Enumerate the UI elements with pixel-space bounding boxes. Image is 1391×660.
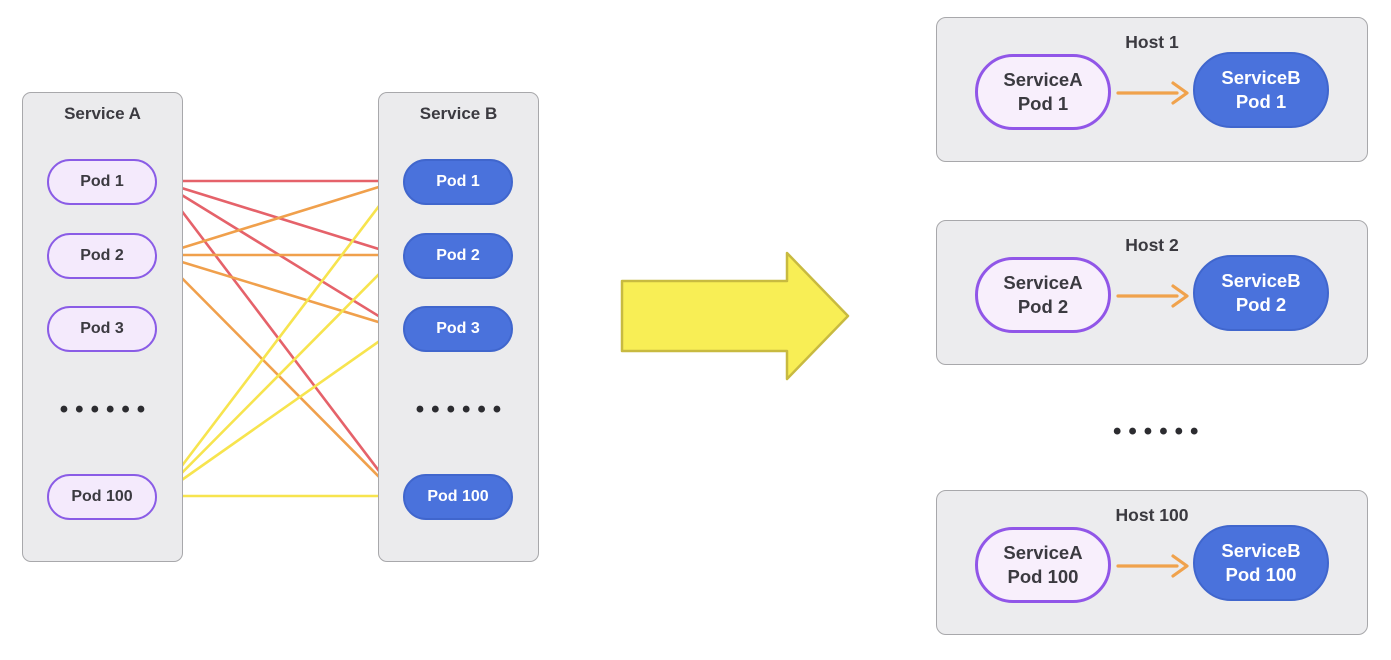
host-1-title: Host 1 bbox=[1125, 32, 1179, 52]
service-b-pod-3: Pod 3 bbox=[403, 306, 513, 352]
host-100-service-a-pod-label: Pod 100 bbox=[1007, 566, 1079, 587]
service-a-pod-2-label: Pod 2 bbox=[80, 247, 124, 264]
host-1-service-a-pod: ServiceA Pod 1 bbox=[975, 54, 1111, 130]
host-2-title: Host 2 bbox=[1125, 235, 1179, 255]
connection-a-pod-2-to-b-pod-100 bbox=[158, 254, 400, 498]
service-b-ellipsis: •••••• bbox=[415, 396, 509, 423]
service-a-pod-2: Pod 2 bbox=[47, 233, 157, 279]
service-a-panel: Service A Pod 1 Pod 2 Pod 3 •••••• Pod 1… bbox=[22, 92, 183, 562]
connection-a-pod-2-to-b-pod-3 bbox=[158, 253, 400, 331]
service-a-title: Service A bbox=[64, 104, 141, 123]
host-100-service-a-name: ServiceA bbox=[1003, 541, 1083, 563]
host-2-box: Host 2 ServiceA Pod 2 ServiceB Pod 2 bbox=[936, 220, 1368, 365]
host-100-box: Host 100 ServiceA Pod 100 ServiceB Pod 1… bbox=[936, 490, 1368, 635]
service-b-pod-100: Pod 100 bbox=[403, 474, 513, 520]
host-1-box: Host 1 ServiceA Pod 1 ServiceB Pod 1 bbox=[936, 17, 1368, 162]
service-a-ellipsis: •••••• bbox=[59, 396, 153, 423]
service-a-pod-1-label: Pod 1 bbox=[80, 173, 124, 190]
host-1-service-a-name: ServiceA bbox=[1003, 68, 1083, 90]
service-b-pod-1: Pod 1 bbox=[403, 159, 513, 205]
host-1-service-a-pod-label: Pod 1 bbox=[1017, 93, 1069, 114]
host-100-title: Host 100 bbox=[1115, 505, 1189, 525]
service-a-pod-100-label: Pod 100 bbox=[71, 488, 133, 505]
host-2-service-a-pod-label: Pod 2 bbox=[1017, 296, 1069, 317]
host-1-service-b-name: ServiceB bbox=[1221, 66, 1301, 88]
connection-a-pod-100-to-b-pod-1 bbox=[157, 179, 400, 497]
host-2-service-b-name: ServiceB bbox=[1221, 269, 1301, 291]
service-b-panel: Service B Pod 1 Pod 2 Pod 3 •••••• Pod 1… bbox=[378, 92, 539, 562]
host-2-service-b-pod: ServiceB Pod 2 bbox=[1193, 255, 1329, 331]
connection-a-pod-100-to-b-pod-2 bbox=[158, 253, 400, 497]
host-100-arrow-icon bbox=[1116, 554, 1189, 578]
host-100-service-b-pod-label: Pod 100 bbox=[1225, 564, 1297, 585]
service-b-pod-2-label: Pod 2 bbox=[436, 247, 480, 264]
connection-a-pod-1-to-b-pod-2 bbox=[158, 179, 400, 258]
connection-a-pod-100-to-b-pod-3 bbox=[158, 326, 400, 498]
hosts-ellipsis: •••••• bbox=[1113, 418, 1206, 445]
service-b-pod-1-label: Pod 1 bbox=[436, 173, 480, 190]
service-b-title: Service B bbox=[419, 104, 498, 123]
host-2-service-a-name: ServiceA bbox=[1003, 271, 1083, 293]
host-1-arrow-icon bbox=[1116, 81, 1189, 105]
connection-a-pod-1-to-b-pod-3 bbox=[158, 179, 400, 330]
transform-right-arrow-icon bbox=[620, 251, 850, 381]
service-b-pod-3-label: Pod 3 bbox=[436, 320, 480, 337]
host-1-service-b-pod: ServiceB Pod 1 bbox=[1193, 52, 1329, 128]
service-a-pod-3-label: Pod 3 bbox=[80, 320, 124, 337]
host-2-service-b-pod-label: Pod 2 bbox=[1235, 294, 1287, 315]
host-1-service-b-pod-label: Pod 1 bbox=[1235, 91, 1287, 112]
service-b-pod-2: Pod 2 bbox=[403, 233, 513, 279]
host-100-service-a-pod: ServiceA Pod 100 bbox=[975, 527, 1111, 603]
service-b-pod-100-label: Pod 100 bbox=[427, 488, 489, 505]
service-a-pod-1: Pod 1 bbox=[47, 159, 157, 205]
connection-a-pod-2-to-b-pod-1 bbox=[158, 178, 400, 257]
host-2-arrow-icon bbox=[1116, 284, 1189, 308]
host-2-service-a-pod: ServiceA Pod 2 bbox=[975, 257, 1111, 333]
service-a-pod-100: Pod 100 bbox=[47, 474, 157, 520]
host-100-service-b-pod: ServiceB Pod 100 bbox=[1193, 525, 1329, 601]
service-a-pod-3: Pod 3 bbox=[47, 306, 157, 352]
connection-a-pod-1-to-b-pod-100 bbox=[157, 180, 400, 498]
host-100-service-b-name: ServiceB bbox=[1221, 539, 1301, 561]
